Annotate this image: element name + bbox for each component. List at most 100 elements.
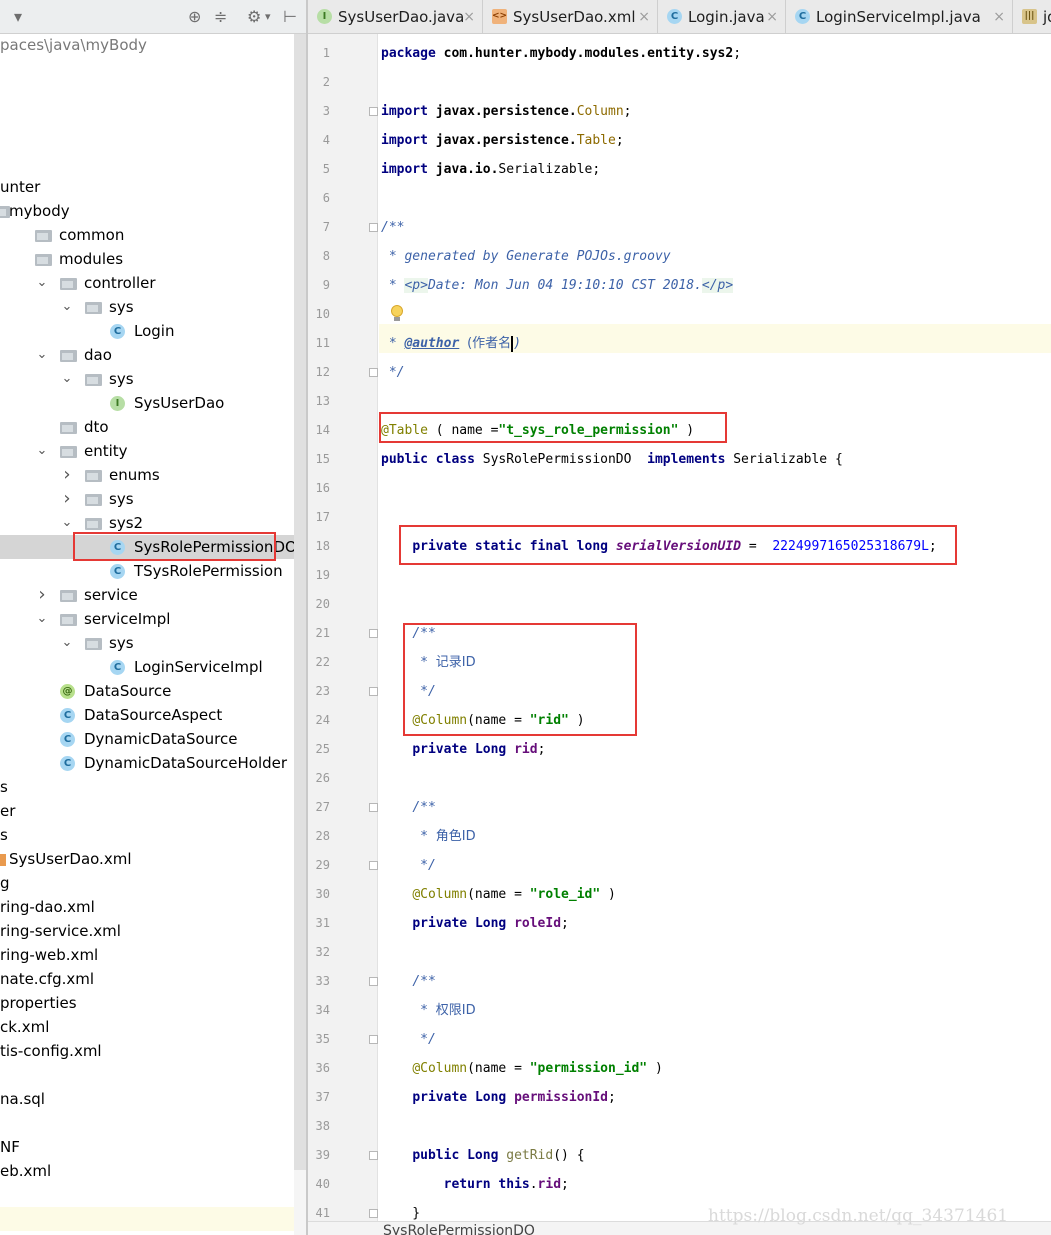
close-icon[interactable]: × xyxy=(993,9,1005,25)
line-number: 3 xyxy=(322,104,330,118)
tree-item[interactable] xyxy=(0,1063,294,1087)
tree-item[interactable]: properties xyxy=(0,991,294,1015)
fold-marker-icon[interactable] xyxy=(369,107,378,116)
chevron-down-icon[interactable]: ⌄ xyxy=(61,299,73,314)
gear-icon[interactable]: ⚙ xyxy=(247,7,262,26)
tree-item[interactable]: @DataSource xyxy=(0,679,294,703)
tree-item[interactable]: ›sys xyxy=(0,487,294,511)
fold-marker-icon[interactable] xyxy=(369,1035,378,1044)
tree-item[interactable]: ⌄sys xyxy=(0,367,294,391)
tree-item[interactable]: mybody xyxy=(0,199,294,223)
tree-item-label: mybody xyxy=(9,202,70,220)
tree-item[interactable]: s xyxy=(0,823,294,847)
tree-item[interactable]: nate.cfg.xml xyxy=(0,967,294,991)
line-number: 4 xyxy=(322,133,330,147)
locate-icon[interactable]: ⊕ xyxy=(188,7,202,26)
editor-tab[interactable]: |||jdl xyxy=(1013,0,1051,34)
editor-tab[interactable]: <>SysUserDao.xml× xyxy=(483,0,658,34)
tree-item-label: enums xyxy=(109,466,160,484)
chevron-down-icon[interactable]: ⌄ xyxy=(36,347,48,362)
tree-item[interactable]: ⌄controller xyxy=(0,271,294,295)
close-icon[interactable]: × xyxy=(766,9,778,25)
tree-item[interactable]: › enums xyxy=(0,463,294,487)
tree-item[interactable]: na.sql xyxy=(0,1087,294,1111)
chevron-down-icon[interactable]: ⌄ xyxy=(36,275,48,290)
tree-item[interactable] xyxy=(0,1111,294,1135)
line-number: 39 xyxy=(315,1148,330,1162)
close-icon[interactable]: × xyxy=(638,9,650,25)
project-scrollbar[interactable] xyxy=(294,34,306,1170)
fold-marker-icon[interactable] xyxy=(369,223,378,232)
tree-item[interactable]: ⌄dao xyxy=(0,343,294,367)
chevron-right-icon[interactable]: › xyxy=(38,584,46,605)
tree-item[interactable]: NF xyxy=(0,1135,294,1159)
dropdown-arrow-icon[interactable]: ▾ xyxy=(14,7,23,26)
tree-item[interactable]: ⌄sys2 xyxy=(0,511,294,535)
tree-item[interactable]: dto xyxy=(0,415,294,439)
fold-marker-icon[interactable] xyxy=(369,861,378,870)
code-area[interactable]: package com.hunter.mybody.modules.entity… xyxy=(308,34,1051,1224)
fold-marker-icon[interactable] xyxy=(369,803,378,812)
code-line-22: * 记录ID xyxy=(412,655,476,670)
tree-item[interactable]: ⌄serviceImpl xyxy=(0,607,294,631)
tree-item[interactable]: ck.xml xyxy=(0,1015,294,1039)
tree-item[interactable]: er xyxy=(0,799,294,823)
tree-item-label: sys xyxy=(109,634,134,652)
tree-item[interactable]: g xyxy=(0,871,294,895)
tree-item[interactable]: SysUserDao.xml xyxy=(0,847,294,871)
code-line-24: @Column(name = "rid" ) xyxy=(412,713,585,728)
tree-item[interactable]: modules xyxy=(0,247,294,271)
fold-marker-icon[interactable] xyxy=(369,1151,378,1160)
collapse-all-icon[interactable]: ≑ xyxy=(214,7,228,26)
fold-marker-icon[interactable] xyxy=(369,1209,378,1218)
tree-item[interactable]: s xyxy=(0,775,294,799)
tree-item[interactable]: ⌄entity xyxy=(0,439,294,463)
class-icon: C xyxy=(60,732,75,747)
line-number: 16 xyxy=(315,481,330,495)
tree-item[interactable]: tis-config.xml xyxy=(0,1039,294,1063)
fold-marker-icon[interactable] xyxy=(369,977,378,986)
chevron-down-icon[interactable]: ▾ xyxy=(265,10,271,23)
chevron-down-icon[interactable]: ⌄ xyxy=(36,611,48,626)
tree-item[interactable]: ring-web.xml xyxy=(0,943,294,967)
lightbulb-icon[interactable] xyxy=(390,305,404,323)
tree-item[interactable]: common xyxy=(0,223,294,247)
caret-line-highlight xyxy=(379,324,1051,353)
close-icon[interactable]: × xyxy=(463,9,475,25)
interface-icon: I xyxy=(110,396,125,411)
chevron-down-icon[interactable]: ⌄ xyxy=(61,371,73,386)
tree-item[interactable]: unter xyxy=(0,175,294,199)
tree-item[interactable]: ⌄ sys xyxy=(0,631,294,655)
chevron-down-icon[interactable]: ⌄ xyxy=(61,635,73,650)
tree-item[interactable]: eb.xml xyxy=(0,1159,294,1183)
fold-marker-icon[interactable] xyxy=(369,687,378,696)
hide-panel-icon[interactable]: ⊢ xyxy=(283,7,297,26)
tree-item[interactable]: ring-dao.xml xyxy=(0,895,294,919)
chevron-down-icon[interactable]: ⌄ xyxy=(36,443,48,458)
panel-divider[interactable] xyxy=(306,0,308,1235)
tree-item[interactable]: ›service xyxy=(0,583,294,607)
fold-marker-icon[interactable] xyxy=(369,629,378,638)
chevron-down-icon[interactable]: ⌄ xyxy=(61,515,73,530)
chevron-right-icon[interactable]: › xyxy=(63,464,71,485)
line-number: 29 xyxy=(315,858,330,872)
tree-item[interactable]: ⌄sys xyxy=(0,295,294,319)
fold-marker-icon[interactable] xyxy=(369,368,378,377)
chevron-right-icon[interactable]: › xyxy=(63,488,71,509)
breadcrumb[interactable]: SysRolePermissionDO xyxy=(308,1221,1051,1235)
tree-item[interactable]: ring-service.xml xyxy=(0,919,294,943)
line-number: 34 xyxy=(315,1003,330,1017)
